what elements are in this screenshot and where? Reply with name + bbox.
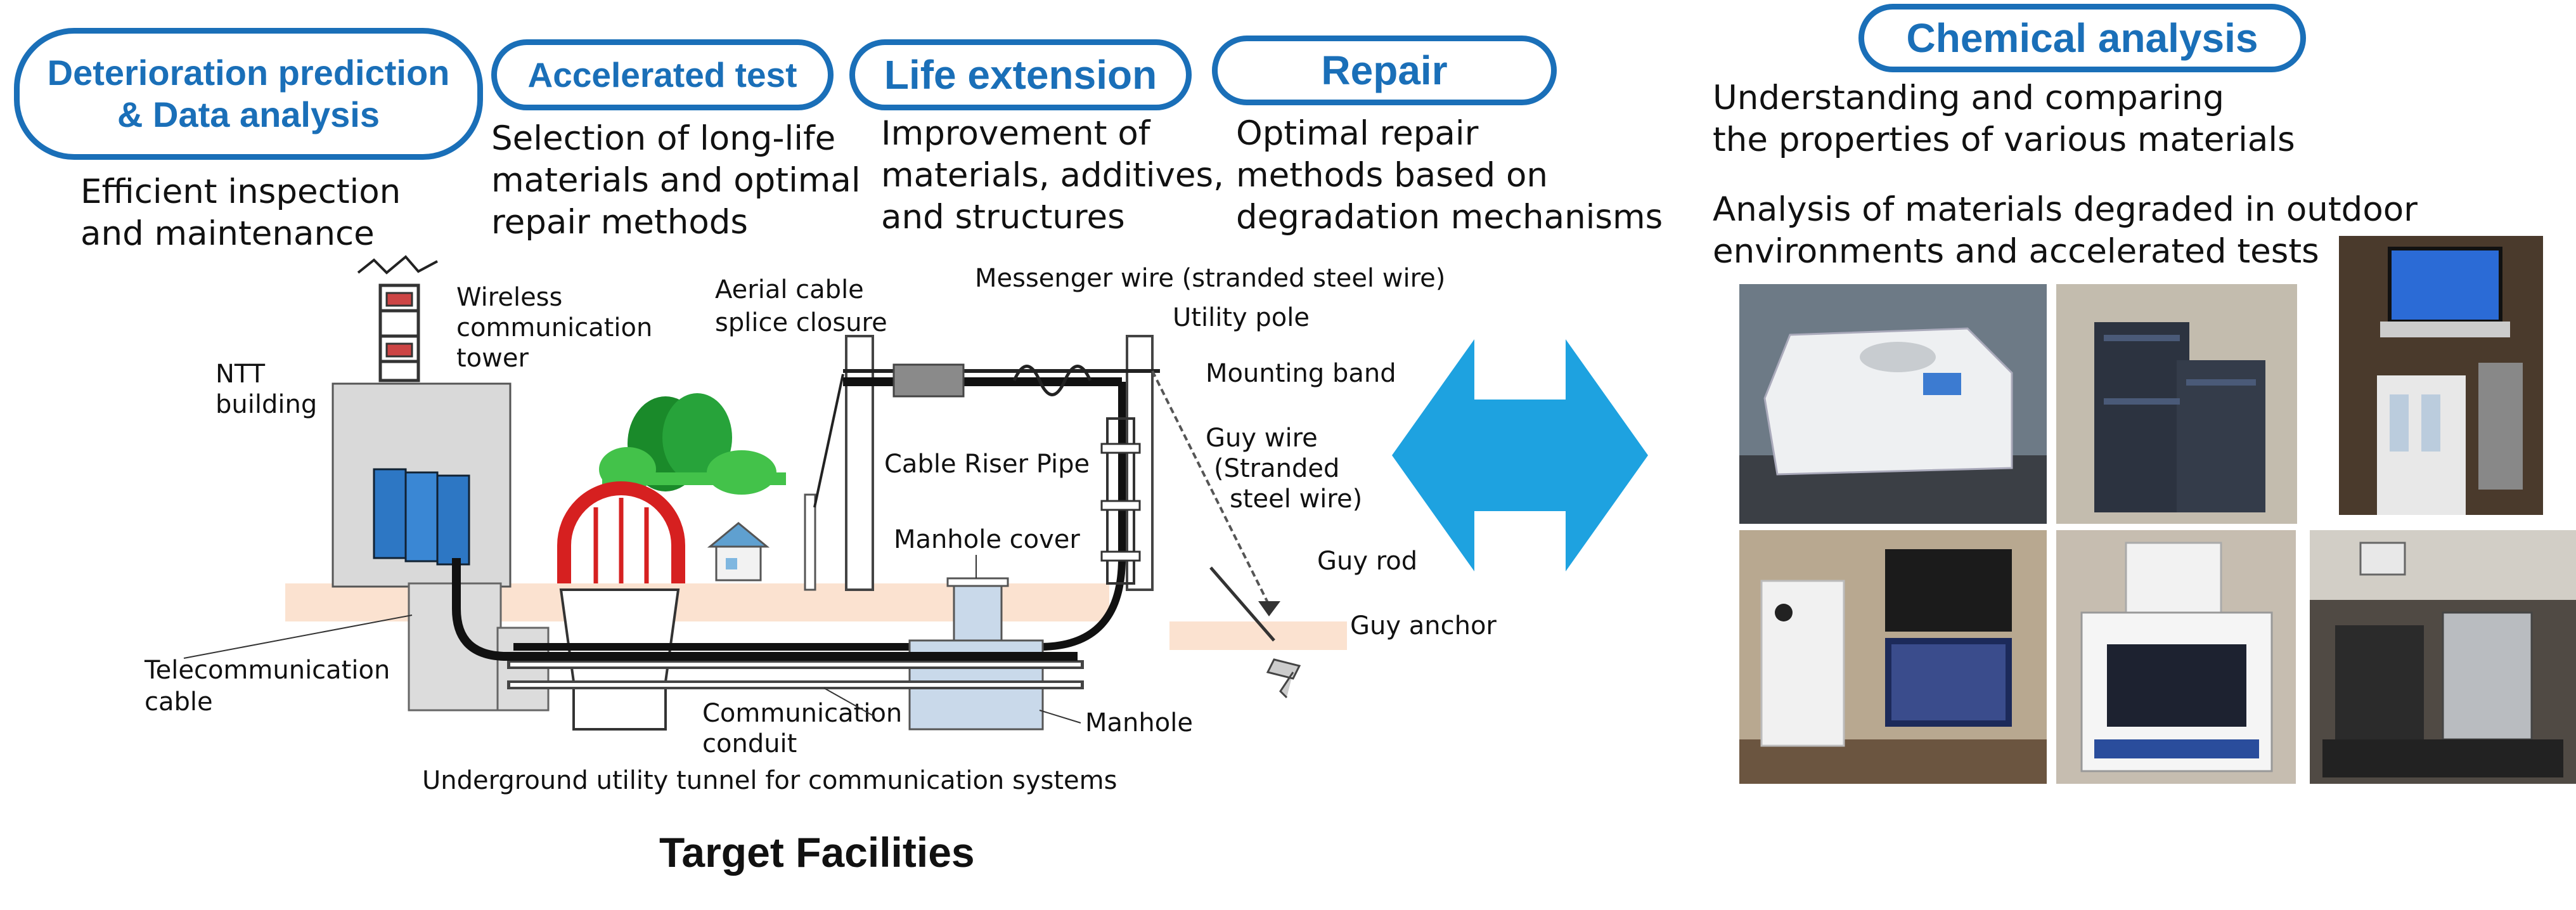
utility-pole-right (1126, 335, 1154, 591)
pill-deterioration-prediction: Deterioration prediction & Data analysis (14, 28, 483, 160)
desc-accelerated: Selection of long-life materials and opt… (491, 119, 861, 242)
double-arrow-icon (1392, 339, 1648, 571)
pill-life-extension: Life extension (849, 39, 1192, 110)
desc-chemical-2: Analysis of materials degraded in outdoo… (1713, 190, 2418, 271)
photo-ftir-analyzer (1739, 284, 2047, 524)
label-guy-rod: Guy rod (1317, 547, 1417, 576)
house-icon (707, 522, 770, 582)
service-pole (804, 493, 816, 591)
arch-icon (557, 481, 685, 731)
label-guy-anchor: Guy anchor (1350, 611, 1497, 640)
utility-pole-left (845, 335, 874, 591)
photo-thermal-analyzer (2056, 530, 2296, 784)
label-mounting-band: Mounting band (1206, 359, 1396, 388)
splice-closure-icon (892, 363, 965, 398)
label-utility-pole: Utility pole (1173, 303, 1310, 332)
pill-accelerated-test: Accelerated test (491, 39, 834, 110)
guy-anchor-icon (1266, 658, 1301, 699)
photo-chromatography-system (2056, 284, 2297, 524)
desc-deterioration: Efficient inspection and maintenance (80, 172, 401, 253)
target-facilities-title: Target Facilities (659, 829, 975, 876)
photo-weathering-tester (2310, 530, 2576, 784)
label-manhole: Manhole (1085, 708, 1193, 738)
wireless-tower-icon (357, 255, 438, 382)
desc-chemical-1: Understanding and comparing the properti… (1713, 79, 2295, 159)
label-manhole-cover: Manhole cover (894, 525, 1080, 554)
desc-repair: Optimal repair methods based on degradat… (1236, 114, 1663, 237)
ground-right (1169, 621, 1347, 650)
guy-wire (1151, 370, 1269, 603)
cable-drop (813, 374, 844, 508)
riser-cable (513, 382, 1126, 651)
telecom-cable-line (452, 558, 1078, 661)
trees-icon (599, 393, 786, 495)
pill-repair: Repair (1212, 36, 1557, 105)
desc-life: Improvement of materials, additives, and… (881, 114, 1224, 237)
label-cable-riser: Cable Riser Pipe (884, 450, 1090, 479)
photo-microscope-workstation (1739, 530, 2047, 784)
guy-rod (1209, 566, 1275, 642)
photo-laptop-analyzer (2339, 236, 2543, 515)
pill-chemical-analysis: Chemical analysis (1858, 4, 2306, 72)
label-tunnel: Underground utility tunnel for communica… (422, 766, 1117, 795)
label-messenger-wire: Messenger wire (stranded steel wire) (975, 264, 1445, 293)
lashing-spiral (1012, 365, 1092, 396)
ntt-building-icon (332, 382, 512, 588)
